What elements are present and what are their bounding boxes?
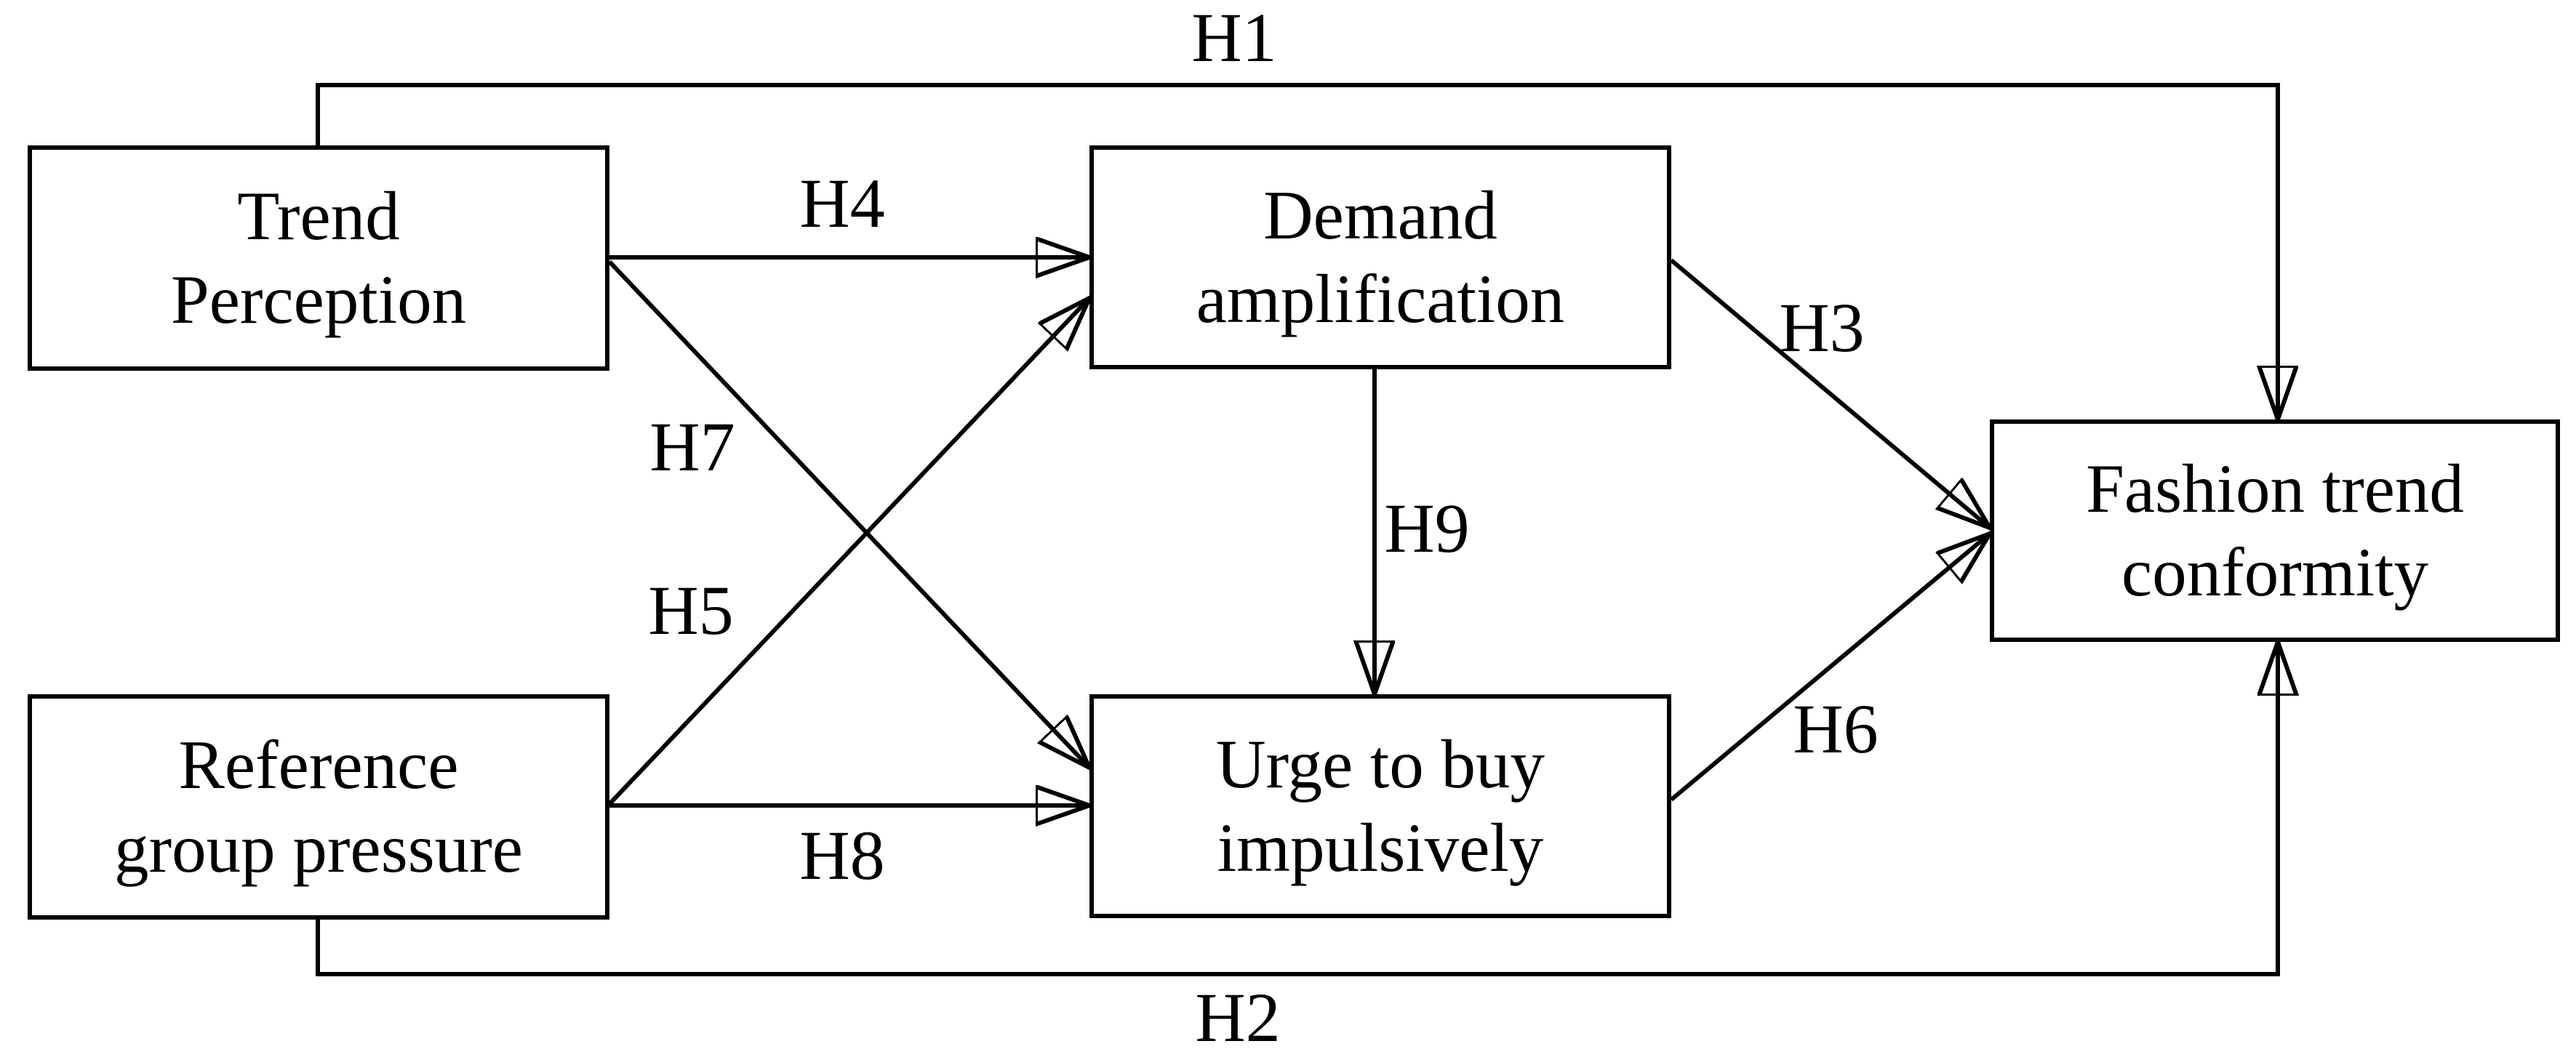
- node-urge-to-buy-impulsively: Urge to buy impulsively: [1089, 694, 1671, 918]
- hypothesis-label-h5: H5: [648, 571, 734, 649]
- arrow-h3: [1670, 258, 1990, 528]
- node-fashion-trend-conformity-label: Fashion trend conformity: [2086, 450, 2464, 611]
- arrow-h6: [1670, 534, 1990, 802]
- hypothesis-label-h2: H2: [1195, 978, 1281, 1056]
- hypothesis-label-h6: H6: [1793, 690, 1879, 768]
- node-urge-to-buy-impulsively-label: Urge to buy impulsively: [1215, 726, 1545, 886]
- node-trend-perception-label: Trend Perception: [170, 177, 467, 338]
- node-demand-amplification-label: Demand amplification: [1196, 177, 1565, 337]
- node-trend-perception: Trend Perception: [28, 145, 609, 371]
- hypothesis-label-h4: H4: [799, 164, 885, 242]
- node-fashion-trend-conformity: Fashion trend conformity: [1990, 419, 2560, 642]
- hypothesis-label-h8: H8: [799, 816, 885, 894]
- arrow-h2: [316, 642, 2278, 976]
- hypothesis-label-h3: H3: [1779, 289, 1865, 366]
- node-demand-amplification: Demand amplification: [1089, 145, 1671, 369]
- arrow-h5: [607, 298, 1089, 806]
- hypothesis-label-h1: H1: [1191, 0, 1277, 76]
- node-reference-group-pressure: Reference group pressure: [28, 694, 609, 920]
- node-reference-group-pressure-label: Reference group pressure: [114, 726, 523, 887]
- hypothesis-label-h9: H9: [1384, 489, 1470, 567]
- arrow-h1: [316, 83, 2278, 419]
- hypothesis-label-h7: H7: [649, 408, 735, 486]
- arrow-h7: [607, 260, 1089, 768]
